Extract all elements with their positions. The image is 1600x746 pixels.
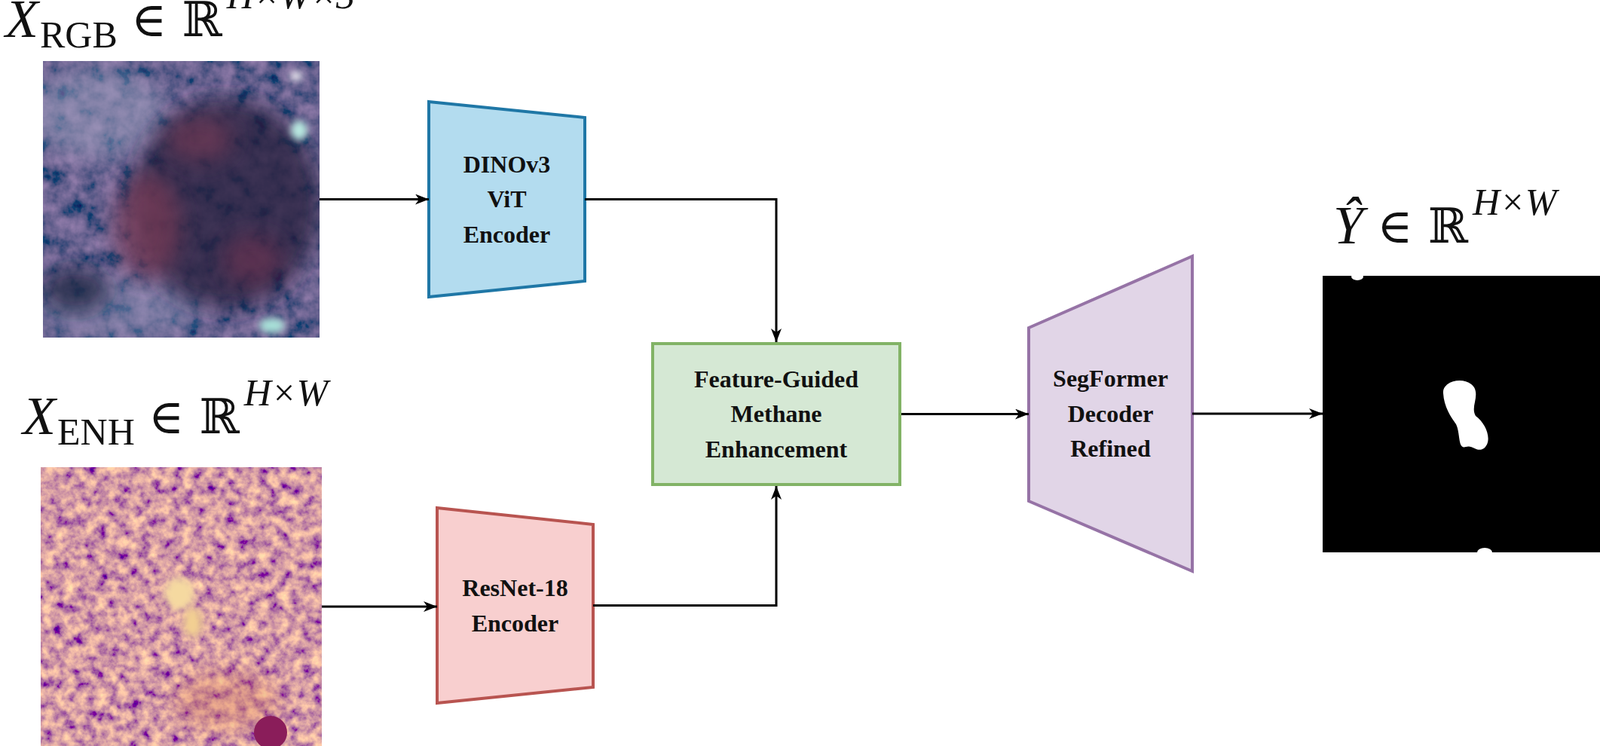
- bright-spot: [290, 71, 303, 81]
- plume-signal: [183, 607, 203, 638]
- math-label: XENH ∈ ℝH×W: [22, 373, 328, 452]
- vegetation-patch: [222, 233, 283, 287]
- math-symbol: ∈ ℝ: [131, 0, 223, 48]
- math-symbol: H×W×3: [226, 0, 355, 17]
- bright-area: [42, 67, 166, 159]
- dark-area: [42, 267, 110, 313]
- math-symbol: RGB: [39, 13, 118, 56]
- input-image: XENH∈ ℝH×W: [40, 467, 322, 746]
- math-symbol: ∈ ℝ: [1376, 198, 1469, 254]
- text-holder: Feature-Guided Methane Enhancement: [654, 345, 899, 484]
- rgb-satellite-image: [42, 61, 320, 338]
- output-mask-image: [1322, 272, 1600, 557]
- plume-signal: [164, 577, 195, 611]
- encoder-trapezoid: ResNet-18 Encoder: [437, 507, 594, 704]
- encoder-trapezoid: DINOv3 ViT Encoder: [428, 101, 585, 297]
- vegetation-patch: [113, 173, 181, 279]
- input-image: XRGB∈ ℝH×W×3: [42, 61, 320, 338]
- trapezoid-shape: [428, 101, 585, 297]
- output-image: Ŷ∈ ℝH×W: [1322, 275, 1600, 553]
- trapezoid-outline: [437, 507, 594, 704]
- bright-spot: [290, 120, 308, 141]
- trapezoid-shape: [437, 507, 594, 704]
- vegetation-patch: [165, 116, 234, 163]
- math-label: XRGB ∈ ℝH×W×3: [5, 0, 355, 54]
- text-holder: DINOv3 ViT Encoder: [428, 101, 585, 297]
- mask-fragment: [1351, 272, 1364, 281]
- decoder-trapezoid: SegFormer Decoder Refined: [1028, 256, 1193, 572]
- block-label: Feature-Guided Methane Enhancement: [666, 361, 886, 467]
- block-label: DINOv3 ViT Encoder: [454, 146, 560, 252]
- math-symbol: H×W: [1472, 180, 1558, 224]
- flow-arrow: [1192, 413, 1323, 416]
- text-holder: ResNet-18 Encoder: [437, 507, 594, 704]
- math-symbol: ∈ ℝ: [148, 388, 240, 445]
- flow-arrow: [584, 199, 777, 343]
- mask-fragment: [1477, 547, 1493, 557]
- bright-spot: [259, 318, 285, 334]
- image-base: [40, 467, 322, 746]
- trapezoid-shape: [1028, 256, 1193, 572]
- flow-arrow: [901, 413, 1029, 416]
- flow-arrow: [319, 198, 429, 201]
- dark-spot: [253, 715, 288, 746]
- math-symbol: X: [5, 0, 39, 49]
- block-label: ResNet-18 Encoder: [443, 570, 588, 641]
- math-symbol: X: [22, 385, 56, 446]
- mask-background: [1322, 275, 1600, 553]
- fusion-box: Feature-Guided Methane Enhancement: [651, 342, 902, 487]
- plume-mask: [1443, 380, 1489, 450]
- text-holder: SegFormer Decoder Refined: [1028, 256, 1193, 572]
- enhanced-methane-image: [40, 467, 322, 746]
- block-label: SegFormer Decoder Refined: [1039, 360, 1183, 466]
- math-symbol: H×W: [244, 371, 329, 414]
- math-symbol: Ŷ: [1333, 194, 1364, 255]
- flow-arrow: [593, 486, 777, 606]
- flow-arrow: [321, 605, 438, 609]
- image-texture: [40, 467, 322, 746]
- math-label: Ŷ∈ ℝH×W: [1333, 183, 1557, 253]
- math-symbol: ENH: [57, 410, 135, 453]
